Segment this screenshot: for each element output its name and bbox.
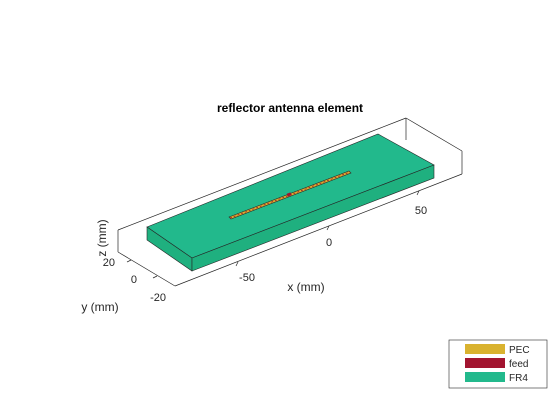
y-axis-label: y (mm) (81, 300, 118, 314)
y-tick-label: 20 (103, 257, 115, 269)
legend-swatch-feed (465, 358, 505, 368)
tick-marks (126, 190, 420, 279)
legend-swatch-pec (465, 344, 505, 354)
y-tick-label: -20 (150, 292, 166, 304)
z-axis-label: z (mm) (95, 219, 109, 256)
x-axis-label: x (mm) (287, 280, 324, 294)
legend: PEC feed FR4 (448, 339, 548, 389)
axes-box-back (117, 117, 463, 252)
legend-label-feed: feed (509, 359, 528, 370)
legend-swatch-fr4 (465, 372, 505, 382)
pec-dipole (228, 170, 352, 220)
axes-box-front (117, 151, 463, 287)
legend-label-pec: PEC (509, 345, 530, 356)
legend-label-fr4: FR4 (509, 373, 528, 384)
x-tick-label: 0 (326, 237, 332, 249)
x-tick-label: -50 (239, 272, 255, 284)
substrate-right-face (191, 164, 435, 272)
feed-patch (286, 192, 292, 197)
y-tick-label: 0 (131, 274, 137, 286)
plot-title: reflector antenna element (217, 101, 363, 115)
x-tick-label: 50 (415, 205, 427, 217)
fr4-substrate (146, 133, 435, 272)
